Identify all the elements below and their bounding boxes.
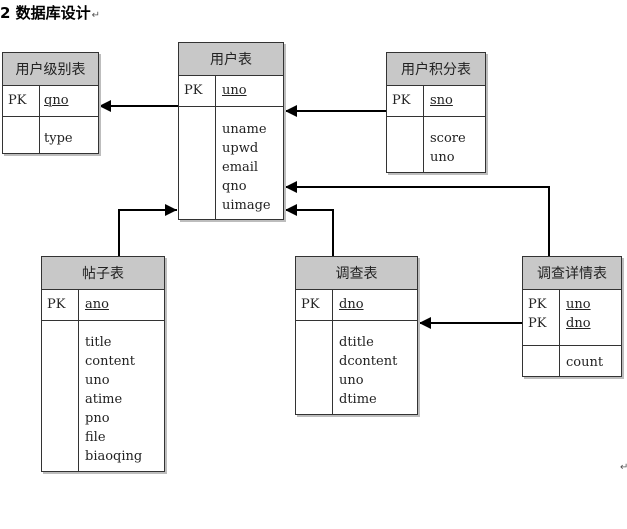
primary-key: uno — [222, 83, 247, 98]
field: count — [566, 355, 604, 370]
table-user-points: 用户积分表 PK sno score uno — [386, 52, 486, 173]
pk-row — [387, 85, 485, 117]
field-list: title content uno atime pno file biaoqin… — [85, 333, 142, 466]
field: title — [85, 335, 112, 350]
table-user-points-title: 用户积分表 — [387, 53, 485, 86]
pk-row — [296, 289, 417, 321]
field-list: score uno — [430, 129, 466, 167]
pk-label: PK — [528, 297, 547, 312]
paragraph-mark: ↵ — [620, 462, 627, 473]
field: uname — [222, 122, 267, 137]
field: biaoqing — [85, 449, 143, 464]
field: file — [85, 430, 106, 445]
table-survey: 调查表 PK dno dtitle dcontent uno dtime — [295, 256, 418, 415]
table-user: 用户表 PK uno uname upwd email qno uimage — [178, 42, 284, 220]
field: uimage — [222, 198, 271, 213]
pk-label: PK — [392, 93, 411, 108]
field: uno — [430, 150, 455, 165]
primary-key: uno — [566, 297, 591, 312]
table-survey-title: 调查表 — [296, 257, 417, 290]
table-post-title: 帖子表 — [42, 257, 164, 290]
primary-key: sno — [430, 93, 453, 108]
table-post: 帖子表 PK ano title content uno atime pno f… — [41, 256, 165, 472]
pk-label: PK — [528, 316, 547, 331]
pk-label: PK — [184, 83, 203, 98]
field: pno — [85, 411, 110, 426]
primary-key: qno — [44, 93, 69, 108]
field: qno — [222, 179, 247, 194]
pk-label: PK — [301, 297, 320, 312]
link-survey-detail-to-user — [285, 181, 550, 256]
field-list: count — [566, 353, 603, 372]
link-post-to-user — [118, 204, 177, 256]
primary-keys: uno dno — [566, 295, 591, 333]
field: content — [85, 354, 135, 369]
pk-row — [523, 289, 621, 346]
field: score — [430, 131, 466, 146]
field: dcontent — [339, 354, 398, 369]
section-heading: 2 数据库设计↵ — [0, 4, 101, 22]
pk-row — [3, 85, 98, 117]
field: dtime — [339, 392, 377, 407]
field: upwd — [222, 141, 259, 156]
primary-key: ano — [85, 297, 109, 312]
field: uno — [339, 373, 364, 388]
field-list: type — [44, 129, 73, 148]
link-survey-to-user — [285, 204, 334, 256]
table-user-level-title: 用户级别表 — [3, 53, 98, 86]
field: uno — [85, 373, 110, 388]
pk-labels: PK PK — [528, 295, 546, 333]
pk-row — [42, 289, 164, 321]
table-user-level: 用户级别表 PK qno type — [2, 52, 99, 154]
primary-key: dno — [566, 316, 591, 331]
pk-row — [179, 75, 283, 107]
table-survey-detail: 调查详情表 PK PK uno dno count — [522, 256, 622, 377]
field-list: dtitle dcontent uno dtime — [339, 333, 397, 409]
field-list: uname upwd email qno uimage — [222, 120, 271, 215]
pk-label: PK — [8, 93, 27, 108]
field: atime — [85, 392, 123, 407]
field: type — [44, 131, 73, 146]
table-survey-detail-title: 调查详情表 — [523, 257, 621, 290]
paragraph-mark: ↵ — [91, 10, 101, 21]
field: email — [222, 160, 259, 175]
pk-label: PK — [47, 297, 66, 312]
table-user-title: 用户表 — [179, 43, 283, 76]
field: dtitle — [339, 335, 374, 350]
primary-key: dno — [339, 297, 364, 312]
